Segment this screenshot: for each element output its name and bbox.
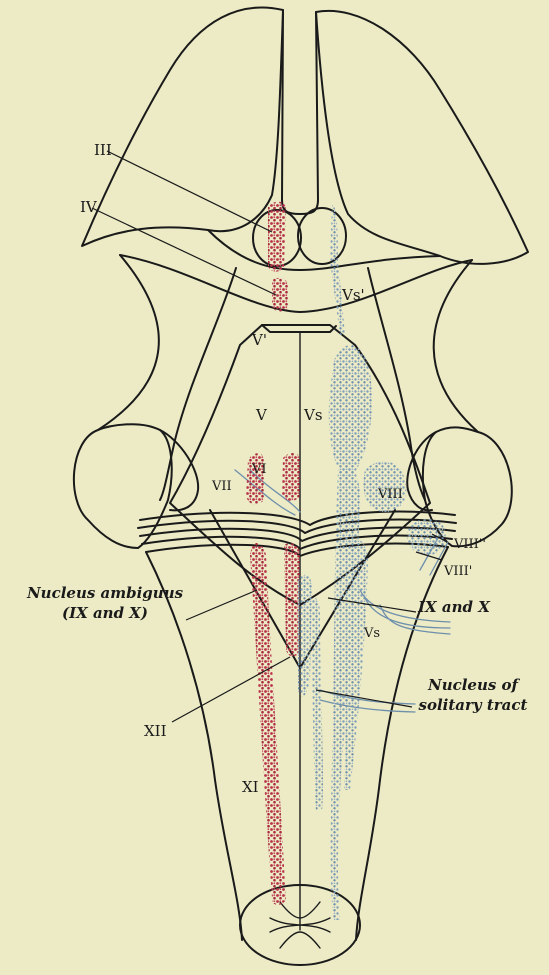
right-inner-lobe bbox=[407, 432, 436, 510]
solitary-tract-lower bbox=[312, 598, 323, 810]
medial-blue-strip bbox=[344, 539, 368, 790]
nucleus-xii bbox=[284, 543, 300, 656]
solitary-tract-column bbox=[298, 575, 312, 697]
leader-nucleus-ambiguus bbox=[186, 590, 257, 620]
label-viii-dbl: VIII'' bbox=[454, 538, 486, 551]
label-iv: IV bbox=[80, 200, 97, 215]
label-vs-lower: Vs bbox=[364, 627, 380, 640]
nucleus-vi-left bbox=[246, 453, 264, 504]
leader-iii bbox=[107, 151, 272, 232]
right-isthmus bbox=[434, 260, 478, 432]
label-v: V bbox=[256, 408, 267, 423]
nucleus-iii bbox=[268, 202, 286, 272]
label-vi: VI bbox=[252, 463, 267, 476]
label-vs: Vs bbox=[304, 408, 323, 423]
right-upper-lobe bbox=[316, 11, 528, 264]
label-nucleus-of: Nucleus of bbox=[408, 678, 538, 693]
label-vs-prime: Vs' bbox=[342, 288, 365, 303]
vs-prime-column bbox=[330, 205, 345, 335]
motor-nuclei bbox=[246, 202, 300, 905]
label-v-prime: V' bbox=[252, 333, 267, 348]
left-upper-lobe bbox=[82, 8, 283, 247]
aqueduct-channel bbox=[282, 10, 318, 214]
midbrain-lower-edge bbox=[120, 255, 472, 312]
left-isthmus bbox=[98, 255, 159, 430]
nucleus-vi-right bbox=[282, 453, 300, 501]
label-nucleus-ambiguus-sub: (IX and X) bbox=[22, 606, 188, 621]
nucleus-ambiguus-xi bbox=[250, 543, 286, 905]
label-iii: III bbox=[94, 143, 112, 158]
nucleus-viii-dbl bbox=[407, 519, 446, 555]
label-ix-and-x: IX and X bbox=[418, 600, 490, 615]
label-xii: XII bbox=[144, 724, 167, 739]
label-nucleus-ambiguus: Nucleus ambiguus bbox=[22, 586, 188, 601]
label-xi: XI bbox=[242, 780, 259, 795]
label-vii: VII bbox=[212, 480, 232, 493]
right-colliculus bbox=[298, 208, 346, 264]
label-solitary-tract: solitary tract bbox=[408, 698, 538, 713]
label-viii: VIII bbox=[378, 488, 403, 501]
ventricle-top-inner bbox=[262, 325, 336, 332]
left-peduncle bbox=[74, 424, 172, 548]
left-inner-lobe bbox=[160, 430, 198, 510]
label-viii-single: VIII' bbox=[444, 565, 472, 578]
leader-solitary bbox=[316, 690, 412, 707]
vs-main-nucleus bbox=[329, 345, 372, 480]
